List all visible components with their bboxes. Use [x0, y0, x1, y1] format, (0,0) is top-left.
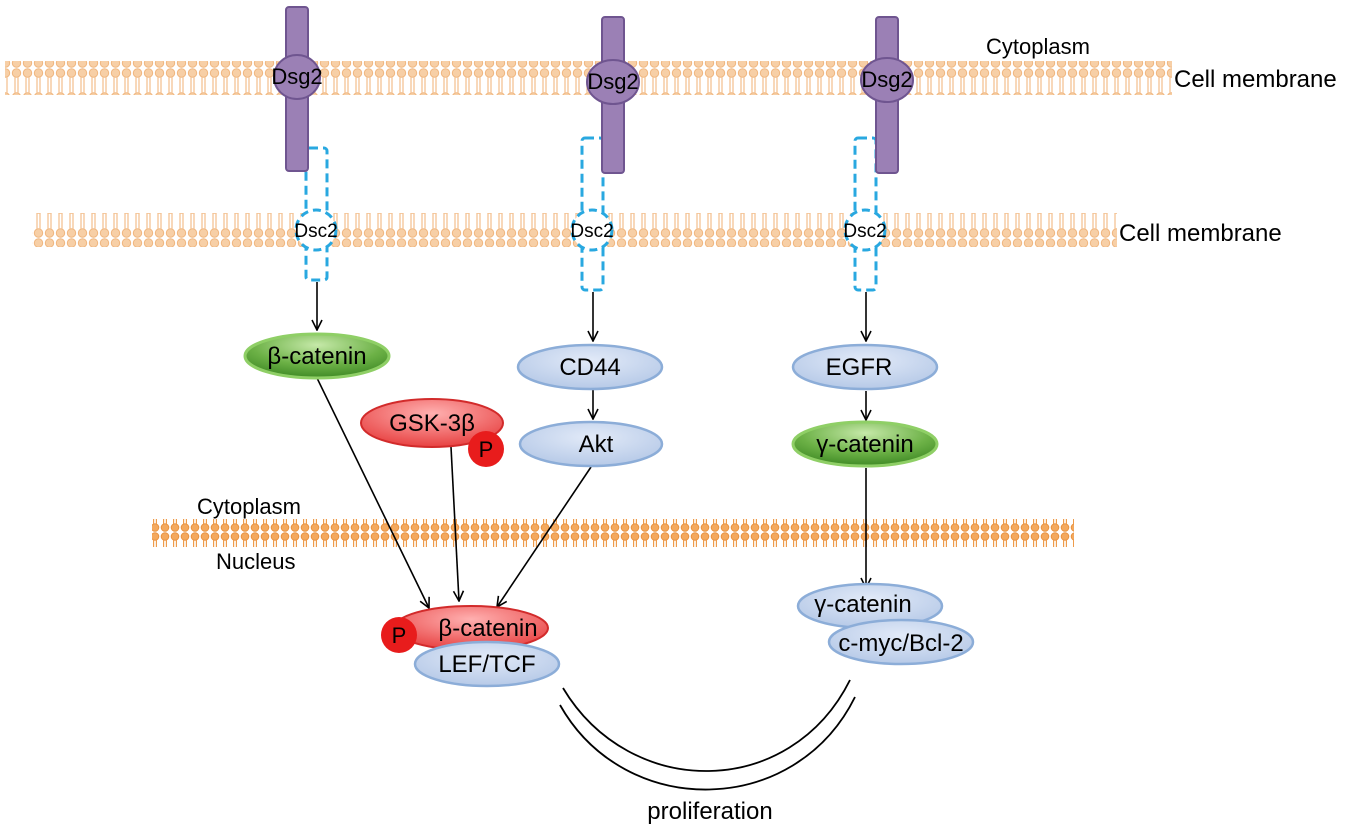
cytoplasm-top-label: Cytoplasm: [986, 34, 1090, 59]
dsg2-label-3: Dsg2: [861, 67, 912, 92]
svg-text:β-catenin: β-catenin: [438, 615, 537, 642]
dsc2-label-1: Dsc2: [294, 221, 337, 242]
svg-text:LEF/TCF: LEF/TCF: [438, 651, 535, 678]
dsc2-receptor-2: Dsc2: [570, 136, 614, 292]
edge-beta-catenin-to-nucleus: [316, 377, 429, 608]
complex-gamma-catenin-cmyc-bcl2: γ-catenin c-myc/Bcl-2: [796, 582, 975, 666]
dsg2-label-1: Dsg2: [271, 64, 322, 89]
svg-text:CD44: CD44: [559, 354, 620, 381]
node-beta-catenin-cytoplasm: β-catenin: [243, 332, 391, 380]
svg-text:γ-catenin: γ-catenin: [816, 431, 913, 458]
node-lef-tcf: [413, 640, 561, 688]
svg-text:EGFR: EGFR: [826, 354, 893, 381]
node-egfr: EGFR: [791, 343, 939, 391]
node-akt: Akt: [518, 420, 664, 468]
svg-text:Akt: Akt: [579, 431, 614, 458]
svg-text:β-catenin: β-catenin: [267, 343, 366, 370]
cell-membrane-bottom-label: Cell membrane: [1119, 220, 1282, 247]
phospho-badge-gsk3b: P: [468, 431, 504, 467]
cytoplasm-mid-label: Cytoplasm: [197, 494, 301, 519]
cell-membrane-top-label: Cell membrane: [1174, 66, 1337, 93]
nucleus-label: Nucleus: [216, 549, 295, 574]
node-gamma-catenin-cytoplasm: γ-catenin: [791, 420, 939, 468]
proliferation-label: proliferation: [647, 798, 772, 825]
dsg2-label-2: Dsg2: [587, 69, 638, 94]
dsg2-receptor-2: Dsg2: [586, 16, 640, 174]
edge-akt-to-nucleus: [497, 466, 592, 607]
pathway-edges: [317, 282, 866, 608]
dsc2-label-3: Dsc2: [843, 221, 886, 242]
phospho-badge-beta-catenin: [381, 617, 417, 653]
svg-text:P: P: [392, 623, 407, 648]
dsg2-receptor-3: Dsg2: [860, 16, 914, 174]
dsc2-label-2: Dsc2: [570, 221, 613, 242]
svg-text:GSK-3β: GSK-3β: [389, 410, 475, 437]
node-cd44: CD44: [516, 343, 664, 391]
dsc2-receptor-3: Dsc2: [843, 136, 887, 292]
dsc2-receptor-1: Dsc2: [294, 146, 338, 282]
svg-text:γ-catenin: γ-catenin: [814, 591, 911, 618]
node-gsk3b: GSK-3β: [360, 398, 504, 448]
edge-gsk3b-to-nucleus: [450, 446, 459, 601]
dsg2-receptor-1: Dsg2: [271, 6, 323, 172]
node-cmyc-bcl2: [827, 618, 975, 666]
proliferation-arcs: [559, 679, 856, 791]
complex-beta-catenin-lef-tcf: β-catenin LEF/TCF P: [381, 605, 561, 688]
nuclear-membrane: [152, 519, 1074, 547]
svg-text:c-myc/Bcl-2: c-myc/Bcl-2: [838, 630, 963, 657]
svg-text:P: P: [479, 437, 494, 462]
